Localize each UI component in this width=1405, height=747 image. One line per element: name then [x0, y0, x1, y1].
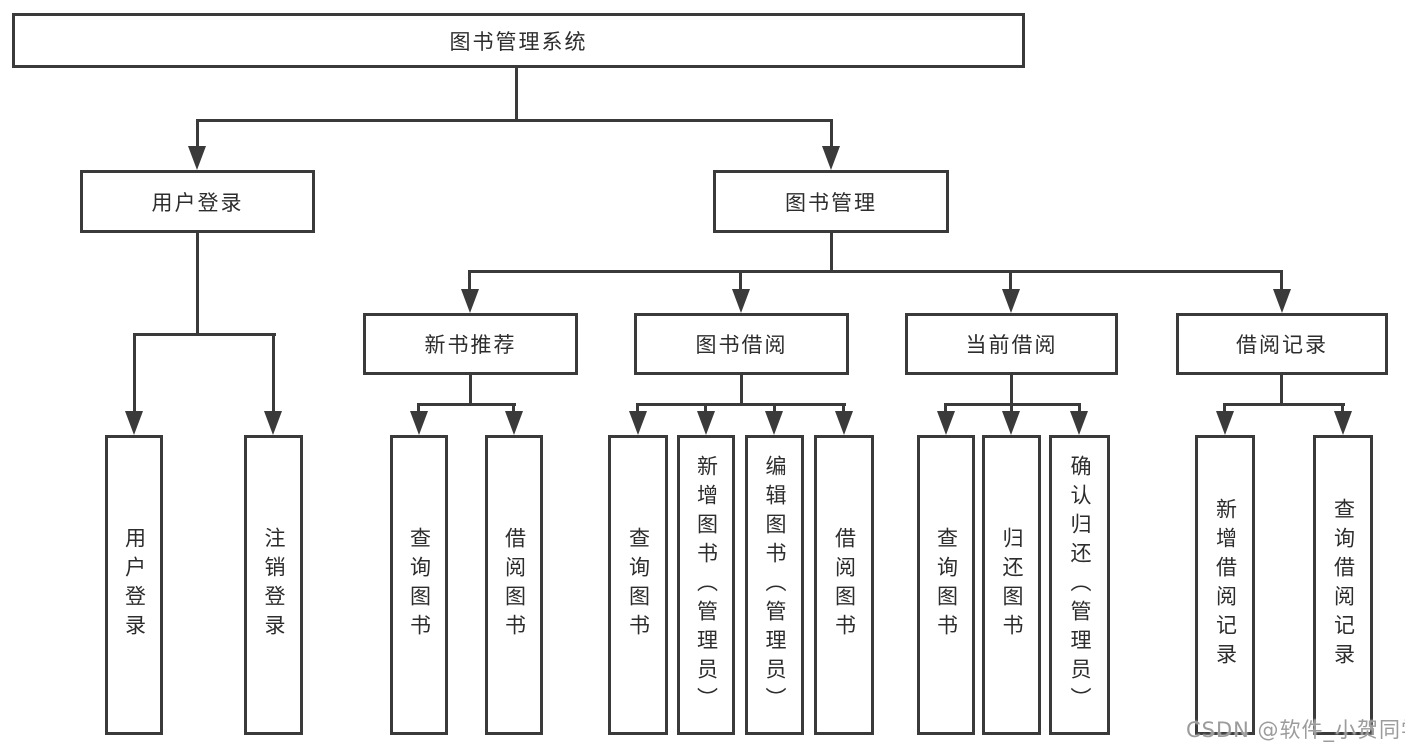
connector-groupB-split [637, 403, 846, 406]
leaf-newbook-borrow-label: 借阅图书 [502, 527, 527, 643]
leaf-records-add: 新增借阅记录 [1195, 435, 1255, 735]
node-borrowing-records: 借阅记录 [1176, 313, 1388, 375]
arrow-records-icon [1273, 289, 1291, 313]
connector-groupC-c1-drop [944, 403, 947, 417]
arrow-groupD-c1-icon [1216, 411, 1234, 435]
connector-groupB-c1-drop [636, 403, 639, 417]
node-current-borrowing: 当前借阅 [905, 313, 1118, 375]
leaf-borrow-add-admin-label: 新增图书（管理员） [694, 454, 719, 716]
arrow-groupB-c1-icon [629, 411, 647, 435]
leaf-current-query: 查询图书 [917, 435, 975, 735]
connector-groupD-c1-drop [1223, 403, 1226, 417]
leaf-logout-label: 注销登录 [262, 527, 286, 643]
connector-groupC-stem [1010, 375, 1013, 406]
arrow-groupB-c3-icon [765, 411, 783, 435]
leaf-current-return: 归还图书 [982, 435, 1041, 735]
connector-groupA-stem [469, 375, 472, 406]
node-new-book-recommend: 新书推荐 [363, 313, 578, 375]
leaf-borrow-edit-admin-label: 编辑图书（管理员） [763, 454, 787, 716]
arrow-user-child1-icon [125, 411, 143, 435]
arrow-groupD-c2-icon [1334, 411, 1352, 435]
connector-level2-split [196, 119, 833, 122]
connector-user-child2-drop [272, 333, 275, 411]
leaf-records-add-label: 新增借阅记录 [1213, 498, 1238, 672]
connector-records-drop [1280, 270, 1283, 291]
connector-groupD-split [1224, 403, 1345, 406]
connector-borrow-drop [739, 270, 742, 291]
node-user-login: 用户登录 [80, 170, 315, 233]
connector-root-stem [515, 68, 518, 121]
csdn-watermark: CSDN @软件_小贺同学 [1186, 718, 1405, 742]
connector-newbook-drop [468, 270, 471, 291]
connector-groupD-stem [1280, 375, 1283, 406]
leaf-records-query-label: 查询借阅记录 [1331, 498, 1356, 672]
arrow-borrow-icon [732, 289, 750, 313]
leaf-user-login-label: 用户登录 [122, 527, 147, 643]
arrow-book-mgmt-icon [822, 146, 840, 170]
leaf-current-confirm-admin: 确认归还（管理员） [1049, 435, 1110, 735]
connector-groupA-c1-drop [417, 403, 420, 417]
leaf-borrow-edit-admin: 编辑图书（管理员） [745, 435, 804, 735]
connector-groupD-c2-drop [1341, 403, 1344, 417]
leaf-borrow-borrow: 借阅图书 [814, 435, 874, 735]
leaf-newbook-borrow: 借阅图书 [485, 435, 543, 735]
leaf-borrow-query-label: 查询图书 [626, 527, 651, 643]
arrow-groupC-c1-icon [937, 411, 955, 435]
leaf-borrow-add-admin: 新增图书（管理员） [677, 435, 735, 735]
arrow-user-child2-icon [264, 411, 282, 435]
connector-current-drop [1009, 270, 1012, 291]
leaf-logout: 注销登录 [244, 435, 303, 735]
node-book-management: 图书管理 [713, 170, 949, 233]
arrow-groupC-c2-icon [1002, 411, 1020, 435]
connector-groupC-c3-drop [1078, 403, 1081, 417]
node-root-library-system: 图书管理系统 [12, 13, 1025, 68]
arrow-current-icon [1002, 289, 1020, 313]
arrow-groupB-c2-icon [697, 411, 715, 435]
node-book-borrowing: 图书借阅 [634, 313, 849, 375]
connector-user-child1-drop [133, 333, 136, 411]
arrow-newbook-icon [461, 289, 479, 313]
arrow-groupB-c4-icon [835, 411, 853, 435]
connector-groupC-split [945, 403, 1081, 406]
leaf-newbook-query: 查询图书 [390, 435, 448, 735]
connector-groupB-c2-drop [704, 403, 707, 417]
arrow-user-login-icon [188, 146, 206, 170]
leaf-records-query: 查询借阅记录 [1313, 435, 1373, 735]
leaf-borrow-borrow-label: 借阅图书 [832, 527, 857, 643]
connector-groupC-c2-drop [1010, 403, 1013, 417]
arrow-groupA-c2-icon [505, 411, 523, 435]
connector-mgmt-stem [830, 233, 833, 273]
arrow-groupC-c3-icon [1070, 411, 1088, 435]
connector-groupB-stem [740, 375, 743, 406]
connector-book-mgmt-drop [830, 119, 833, 148]
connector-user-stem [196, 233, 199, 336]
connector-groupA-c2-drop [512, 403, 515, 417]
leaf-current-confirm-admin-label: 确认归还（管理员） [1068, 454, 1092, 716]
leaf-current-return-label: 归还图书 [1000, 527, 1024, 643]
leaf-user-login: 用户登录 [105, 435, 163, 735]
leaf-current-query-label: 查询图书 [934, 527, 959, 643]
connector-groupB-c4-drop [842, 403, 845, 417]
leaf-newbook-query-label: 查询图书 [407, 527, 432, 643]
arrow-groupA-c1-icon [410, 411, 428, 435]
connector-user-login-drop [196, 119, 199, 148]
connector-user-split [133, 333, 276, 336]
connector-level3-split [469, 270, 1283, 273]
connector-groupB-c3-drop [773, 403, 776, 417]
leaf-borrow-query: 查询图书 [608, 435, 668, 735]
connector-groupA-split [418, 403, 516, 406]
